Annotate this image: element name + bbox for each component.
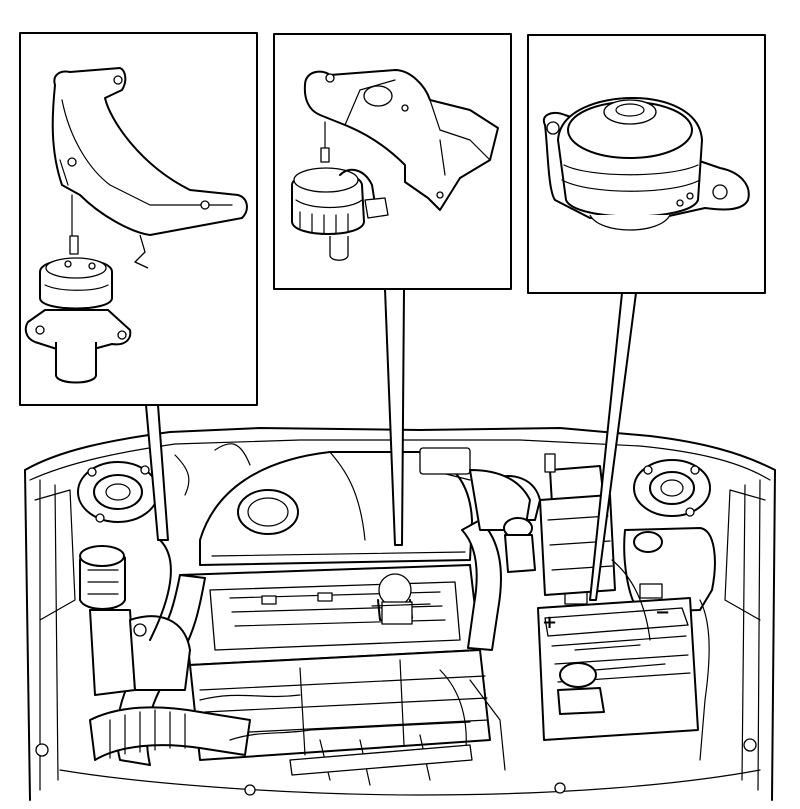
callout-box-right-mount [273,33,512,290]
battery: + − [537,583,699,741]
leader-transmission-mount [589,292,637,601]
left-side-unit [79,545,191,696]
right-strut-tower [633,459,711,517]
callout-box-front-mount [19,32,258,406]
battery-plus-sign: + [542,612,557,633]
leader-right-mount [384,288,405,546]
callout-box-transmission-mount [527,34,766,294]
left-strut-tower [77,461,159,523]
valve-cover [179,564,481,666]
leader-front-mount [145,404,169,541]
battery-minus-sign: − [655,602,670,623]
engine-bay: + − [24,427,776,801]
engine-cover [199,447,473,566]
leader-lines [145,288,637,601]
